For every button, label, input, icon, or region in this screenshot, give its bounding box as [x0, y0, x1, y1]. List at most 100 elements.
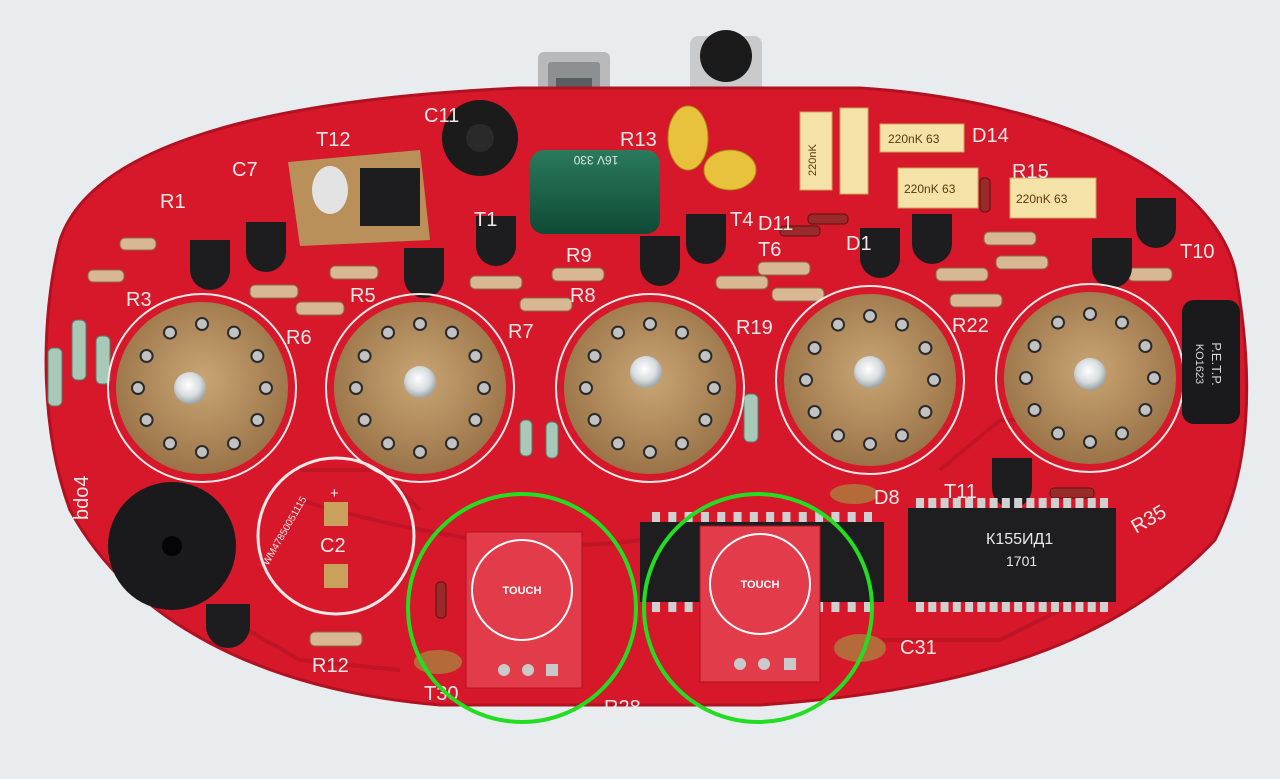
- label-d11: D11: [758, 213, 793, 235]
- ic-pin: [1100, 498, 1108, 508]
- label-r9: R9: [566, 245, 592, 267]
- label-r6: R6: [286, 327, 312, 349]
- ic-pin: [815, 512, 824, 522]
- led-2: [404, 366, 436, 398]
- socket-pin: [927, 373, 941, 387]
- voltage-regulator-t12: [288, 150, 430, 246]
- label-r3: R3: [126, 289, 152, 311]
- socket-pin: [895, 317, 909, 332]
- label-r15: R15: [1012, 161, 1049, 183]
- ic-pin: [952, 602, 961, 612]
- socket-pin: [163, 325, 177, 340]
- led-4: [854, 356, 886, 388]
- socket-pin: [250, 413, 265, 427]
- label-r12: R12: [312, 655, 349, 677]
- socket-pin: [259, 381, 273, 395]
- socket-pin: [1083, 435, 1097, 449]
- label-d8: D8: [874, 487, 900, 509]
- film-cap-label-2: 220nK 63: [904, 182, 956, 196]
- nixie-sockets: [107, 283, 1185, 483]
- label-t4: T4: [730, 209, 753, 231]
- label-r7: R7: [508, 321, 534, 343]
- ic-pin: [965, 602, 974, 612]
- ic-pin: [916, 602, 924, 612]
- ic-pin: [928, 498, 937, 508]
- resistors: [47, 231, 1173, 647]
- label-c7: C7: [232, 159, 258, 181]
- ceramic-capacitors: [667, 105, 757, 191]
- socket-pin: [698, 349, 713, 363]
- ic-pin: [965, 498, 974, 508]
- socket-pin: [1027, 403, 1042, 417]
- silkscreen-labels: R1 R3 R5 R6 R7 R8 R9 R12 R13 R15 R19 R22…: [71, 105, 1214, 719]
- socket-pin: [707, 381, 721, 395]
- label-r28: R28: [604, 697, 641, 719]
- socket-pin: [643, 317, 657, 331]
- ic-pin: [1050, 498, 1059, 508]
- ic-pin: [847, 512, 856, 522]
- ic-pin: [1014, 498, 1023, 508]
- socket-pin: [643, 445, 657, 459]
- socket-pin: [1138, 339, 1153, 353]
- ic-pin: [1063, 602, 1072, 612]
- socket-pin: [675, 436, 689, 451]
- ic-k155id1: К155ИД1 1701: [908, 498, 1116, 612]
- ic-pin: [1075, 498, 1084, 508]
- touch-label-right: TOUCH: [741, 579, 780, 591]
- ic-pin: [1087, 498, 1096, 508]
- ic-pin: [1026, 498, 1035, 508]
- ic-pin: [668, 512, 677, 522]
- label-d1: D1: [846, 233, 872, 255]
- socket-pin: [863, 437, 877, 451]
- label-r22: R22: [952, 315, 989, 337]
- socket-pin: [227, 436, 241, 451]
- socket-pin: [381, 325, 395, 340]
- label-t30: T30: [424, 683, 458, 705]
- ic-pin: [1038, 602, 1047, 612]
- socket-pin: [195, 445, 209, 459]
- led-5: [1074, 358, 1106, 390]
- socket-pin: [1115, 426, 1129, 441]
- ic-pin: [652, 602, 660, 612]
- ic-pin: [1038, 498, 1047, 508]
- socket-pin: [131, 381, 145, 395]
- label-t6: T6: [758, 239, 781, 261]
- electrolytic-right-code: KO1623: [1193, 344, 1205, 384]
- touch-module-right: TOUCH: [699, 525, 821, 683]
- ic-pin: [717, 512, 726, 522]
- socket-pin: [918, 341, 933, 355]
- label-c31: C31: [900, 637, 937, 659]
- socket-pin: [250, 349, 265, 363]
- ic-pin: [977, 602, 986, 612]
- socket-pin: [1051, 315, 1065, 330]
- socket-pin: [227, 325, 241, 340]
- ic-pin: [940, 498, 949, 508]
- socket-pin: [1138, 403, 1153, 417]
- socket-pin: [413, 445, 427, 459]
- socket-pins: [131, 307, 1161, 459]
- socket-pin: [611, 325, 625, 340]
- ic-pin: [989, 602, 998, 612]
- ic-pin: [1014, 602, 1023, 612]
- ic-right-pins: [916, 498, 1108, 612]
- ic-pin: [700, 512, 709, 522]
- ic-pin: [864, 602, 872, 612]
- ic-pin: [1001, 602, 1010, 612]
- socket-pin: [163, 436, 177, 451]
- socket-pin: [445, 325, 459, 340]
- label-t11: T11: [944, 481, 977, 503]
- label-t12: T12: [316, 129, 350, 151]
- led-1: [174, 372, 206, 404]
- ic-pin: [1087, 602, 1096, 612]
- socket-pin: [799, 373, 813, 387]
- label-t1: T1: [474, 209, 497, 231]
- ic-pin: [1100, 602, 1108, 612]
- ic-pin: [952, 498, 961, 508]
- socket-pin: [413, 317, 427, 331]
- ic-pin: [733, 512, 742, 522]
- socket-pin: [675, 325, 689, 340]
- ic-pin: [1050, 602, 1059, 612]
- ic-pin: [847, 602, 856, 612]
- label-r19: R19: [736, 317, 773, 339]
- socket-pin: [587, 349, 602, 363]
